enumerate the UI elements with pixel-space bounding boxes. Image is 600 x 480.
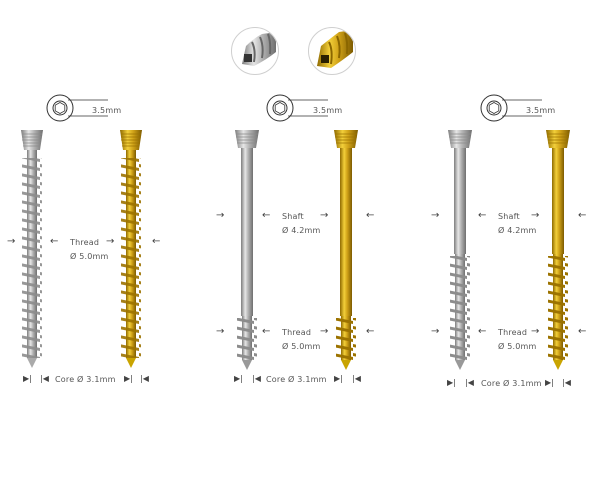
thread-diameter: Ø 5.0mm (70, 252, 109, 261)
hex-size-label: 3.5mm (92, 106, 122, 115)
arrow-left-icon: ← (578, 210, 587, 221)
arrow-left-icon: ← (478, 326, 487, 337)
thread-diameter: Ø 5.0mm (282, 342, 321, 351)
thread-title: Thread (70, 238, 100, 247)
core-marker-left-icon: ▶| (23, 374, 32, 383)
shaft-diameter: Ø 4.2mm (498, 226, 537, 235)
arrow-right-icon: → (320, 326, 329, 337)
arrow-right-icon: → (216, 326, 225, 337)
thread-diameter: Ø 5.0mm (498, 342, 537, 351)
silver-short-thread-screw (235, 130, 259, 370)
thread-title: Thread (498, 328, 528, 337)
shaft-title: Shaft (498, 212, 520, 221)
core-marker-left-icon: ▶| (234, 374, 243, 383)
core-marker-left-icon: ▶| (334, 374, 343, 383)
arrow-right-icon: → (106, 236, 115, 247)
silver-tip-detail-image (231, 27, 279, 75)
arrow-right-icon: → (320, 210, 329, 221)
arrow-right-icon: → (216, 210, 225, 221)
arrow-right-icon: → (531, 326, 540, 337)
silver-tip-icon (242, 32, 276, 66)
core-marker-left-icon: ▶| (545, 378, 554, 387)
hex-size-label: 3.5mm (313, 106, 343, 115)
core-marker-right-icon: |◀ (252, 374, 261, 383)
core-diameter-label: Core Ø 3.1mm (481, 379, 542, 388)
core-marker-left-icon: ▶| (124, 374, 133, 383)
shaft-title: Shaft (282, 212, 304, 221)
arrow-left-icon: ← (262, 210, 271, 221)
core-marker-right-icon: |◀ (465, 378, 474, 387)
core-marker-right-icon: |◀ (140, 374, 149, 383)
gold-tip-detail-image (308, 27, 356, 75)
arrow-left-icon: ← (478, 210, 487, 221)
hex-socket-icon (46, 94, 108, 122)
core-marker-right-icon: |◀ (562, 378, 571, 387)
arrow-left-icon: ← (578, 326, 587, 337)
arrow-right-icon: → (7, 236, 16, 247)
gold-short-thread-screw (334, 130, 358, 370)
hex-socket-icon (266, 94, 328, 122)
silver-fully-threaded-screw (21, 130, 43, 368)
shaft-diameter: Ø 4.2mm (282, 226, 321, 235)
core-diameter-label: Core Ø 3.1mm (55, 375, 116, 384)
core-marker-right-icon: |◀ (40, 374, 49, 383)
core-marker-left-icon: ▶| (447, 378, 456, 387)
arrow-left-icon: ← (152, 236, 161, 247)
arrow-right-icon: → (431, 326, 440, 337)
arrow-left-icon: ← (366, 326, 375, 337)
arrow-left-icon: ← (50, 236, 59, 247)
arrow-right-icon: → (431, 210, 440, 221)
core-marker-right-icon: |◀ (352, 374, 361, 383)
hex-socket-icon (480, 94, 542, 122)
thread-title: Thread (282, 328, 312, 337)
core-diameter-label: Core Ø 3.1mm (266, 375, 327, 384)
silver-long-thread-screw (448, 130, 472, 370)
gold-fully-threaded-screw (120, 130, 142, 368)
hex-size-label: 3.5mm (526, 106, 556, 115)
gold-long-thread-screw (546, 130, 570, 370)
gold-tip-icon (317, 30, 353, 68)
arrow-left-icon: ← (262, 326, 271, 337)
arrow-right-icon: → (531, 210, 540, 221)
arrow-left-icon: ← (366, 210, 375, 221)
